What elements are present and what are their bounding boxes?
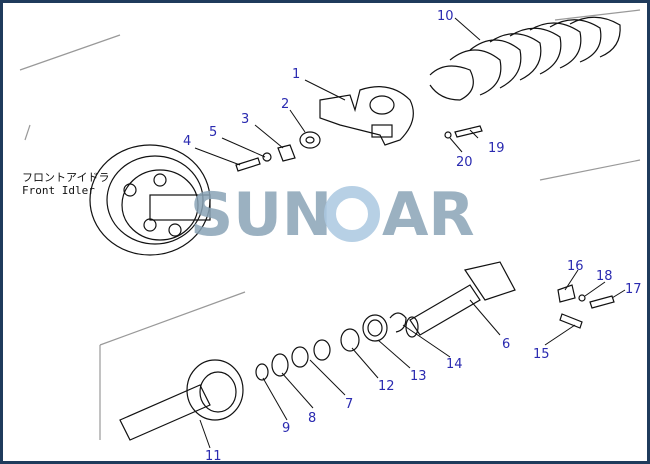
- bolt-17: [589, 295, 615, 309]
- callout-20: 20: [456, 155, 473, 170]
- callout-3: 3: [241, 112, 249, 127]
- plate-3: [277, 144, 296, 162]
- front-idler-wheel: [89, 144, 211, 256]
- bushing-2: [299, 131, 321, 149]
- callout-8: 8: [308, 411, 316, 426]
- idler-bracket: [319, 86, 414, 146]
- watermark-right: AR: [382, 180, 475, 250]
- shaft-11: [119, 359, 244, 441]
- callout-2: 2: [281, 97, 289, 112]
- recoil-spring: [429, 16, 621, 101]
- callout-13: 13: [410, 369, 427, 384]
- callout-12: 12: [378, 379, 395, 394]
- washer-5: [262, 152, 272, 162]
- callout-9: 9: [282, 421, 290, 436]
- callout-17: 17: [625, 282, 642, 297]
- bearing-13: [362, 314, 388, 342]
- snap-ring-9: [255, 363, 269, 381]
- callout-5: 5: [209, 125, 217, 140]
- caption-en: Front Idler: [22, 184, 95, 197]
- snap-ring-14: [389, 312, 407, 333]
- callout-18: 18: [596, 269, 613, 284]
- callout-7: 7: [345, 397, 353, 412]
- watermark-c-icon: [324, 186, 380, 242]
- shaft-6: [405, 261, 516, 338]
- callout-19: 19: [488, 141, 505, 156]
- ring-7b: [313, 339, 331, 361]
- caption-jp: フロントアイドラ: [22, 171, 109, 184]
- callout-14: 14: [446, 357, 463, 372]
- bolt-4: [235, 157, 261, 172]
- callout-15: 15: [533, 347, 550, 362]
- ring-7a: [291, 346, 309, 368]
- plug-15: [559, 313, 583, 329]
- callout-6: 6: [502, 337, 510, 352]
- callout-10: 10: [437, 9, 454, 24]
- watermark-left: SUN: [190, 180, 332, 250]
- ring-12: [340, 328, 360, 352]
- callout-1: 1: [292, 67, 300, 82]
- seal-8: [271, 353, 289, 377]
- callout-4: 4: [183, 134, 191, 149]
- callout-16: 16: [567, 259, 584, 274]
- washer-18: [578, 294, 586, 302]
- callout-11: 11: [205, 449, 222, 464]
